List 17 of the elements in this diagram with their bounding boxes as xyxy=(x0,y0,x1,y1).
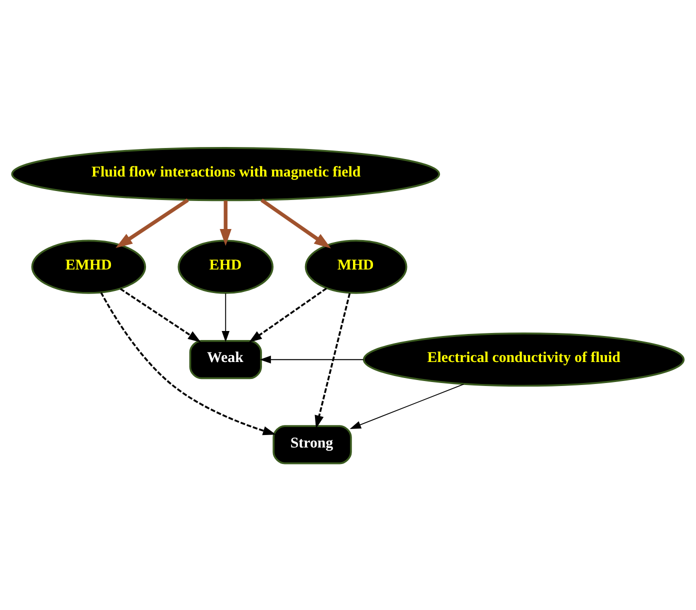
arrow xyxy=(260,355,364,364)
arrow xyxy=(222,292,230,342)
arrow xyxy=(116,198,189,248)
node-ellipse: MHD xyxy=(304,239,408,294)
node-ellipse: EHD xyxy=(178,239,274,294)
arrow xyxy=(220,200,232,246)
node-ellipse: EMHD xyxy=(31,239,146,294)
node-box: Strong xyxy=(272,424,352,464)
node-ellipse: Electrical conductivity of fluid xyxy=(362,332,685,386)
arrow xyxy=(100,292,276,435)
node-box: Weak xyxy=(189,340,262,379)
arrow xyxy=(120,288,201,342)
arrow xyxy=(248,287,327,342)
arrow xyxy=(350,383,464,428)
node-ellipse: Fluid flow interactions with magnetic field xyxy=(11,146,440,201)
arrow xyxy=(260,198,331,248)
arrow xyxy=(314,292,351,428)
